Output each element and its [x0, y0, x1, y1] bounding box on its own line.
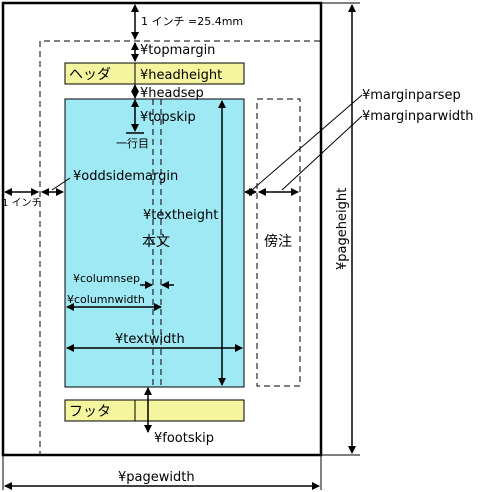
- first-line-label: 一行目: [116, 137, 149, 150]
- marginparsep-label: ¥marginparsep: [362, 88, 461, 103]
- header-box: [64, 62, 245, 85]
- footer-box: [64, 399, 245, 422]
- oddsidemargin-label: ¥oddsidemargin: [73, 169, 178, 184]
- body-area: [64, 98, 245, 388]
- headsep-label: ¥headsep: [140, 86, 204, 101]
- marginparwidth-label: ¥marginparwidth: [362, 109, 474, 124]
- pagewidth-label: ¥pagewidth: [118, 470, 195, 485]
- footskip-label: ¥footskip: [154, 431, 214, 446]
- textwidth-label: ¥textwidth: [115, 332, 185, 347]
- body-text-label: 本文: [142, 234, 170, 250]
- marginparsep-leader: [251, 94, 363, 191]
- marginal-note-box: [256, 98, 301, 387]
- headheight-label: ¥headheight: [140, 68, 222, 83]
- one-inch-top-label: 1 インチ =25.4mm: [141, 15, 243, 28]
- topskip-label: ¥topskip: [140, 110, 196, 125]
- textheight-label: ¥textheight: [143, 208, 218, 223]
- page-border: [1, 1, 323, 457]
- columnwidth-label: ¥columnwidth: [67, 293, 145, 306]
- oddsidemargin-leader: [51, 177, 71, 191]
- one-inch-boundary: [39, 40, 320, 455]
- marginal-note-label: 傍注: [264, 233, 292, 250]
- topmargin-label: ¥topmargin: [140, 43, 215, 58]
- one-inch-left-label: 1 インチ: [2, 197, 42, 209]
- footer-label: フッタ: [69, 404, 111, 420]
- header-label: ヘッダ: [69, 67, 111, 83]
- pageheight-label: ¥pageheight: [335, 188, 350, 270]
- columnsep-label: ¥columnsep: [73, 272, 140, 285]
